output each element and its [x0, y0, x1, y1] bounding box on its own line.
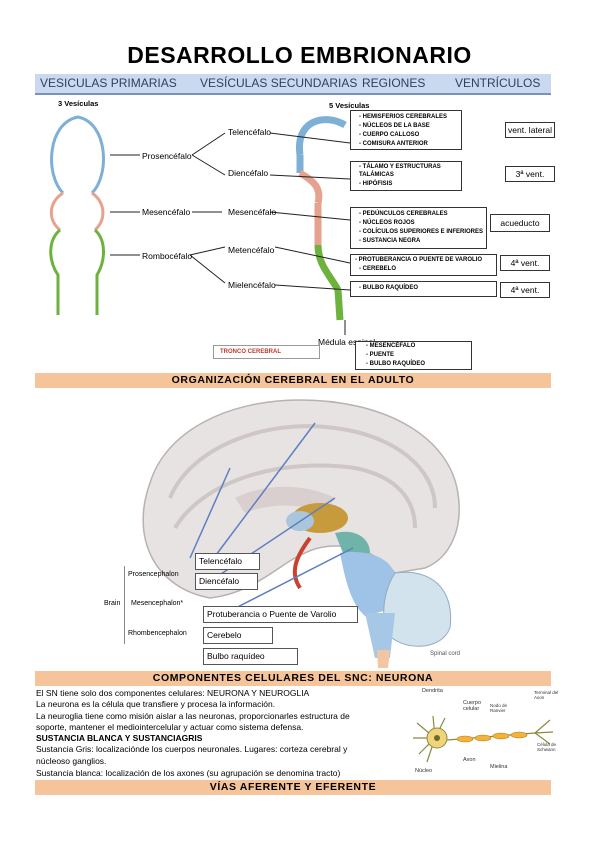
- label-rombocefalo: Rombocéfalo: [142, 251, 193, 261]
- header-secundarias: VESÍCULAS SECUNDARIAS: [200, 76, 358, 90]
- region-item: - SUSTANCIA NEGRA: [359, 238, 421, 244]
- mesencephalon-label: Mesencephalon*: [131, 600, 184, 607]
- label-diencefalo: Diencéfalo: [228, 168, 269, 178]
- region-box-mesencefalo: - PEDÚNCULOS CEREBRALES - NÚCLEOS ROJOS …: [350, 207, 487, 249]
- region-box-telencefalo: - HEMISFERIOS CEREBRALES - NÚCLEOS DE LA…: [350, 110, 462, 150]
- region-item: - HEMISFERIOS CEREBRALES: [359, 114, 448, 120]
- region-item: - CUERPO CALLOSO: [359, 132, 420, 138]
- embryo-diagram: [49, 115, 351, 335]
- page-title: DESARROLLO EMBRIONARIO: [127, 42, 472, 68]
- text-line: La neuroglia tiene como misión aislar a …: [36, 711, 350, 721]
- label-mesencefalo-secondary: Mesencéfalo: [228, 207, 277, 217]
- header-ventriculos: VENTRÍCULOS: [455, 76, 541, 90]
- text-line-heading: SUSTANCIA BLANCA Y SUSTANCIAGRIS: [36, 733, 203, 743]
- region-item: - NÚCLEOS ROJOS: [359, 220, 415, 226]
- region-item: - NÚCLEOS DE LA BASE: [359, 123, 430, 129]
- region-item: - CEREBELO: [359, 266, 397, 272]
- brain-box-diencefalo: Diencéfalo: [195, 573, 258, 590]
- region-item: - COLÍCULOS SUPERIORES E INFERIORES: [359, 229, 484, 235]
- brain-box-protuberancia: Protuberancia o Puente de Varolio: [203, 606, 358, 623]
- region-box-diencefalo: - TÁLAMO Y ESTRUCTURAS TALÁMICAS - HIPÓF…: [350, 161, 462, 191]
- tronco-item: - MESENCÉFALO: [366, 343, 416, 349]
- five-vesicles-title: 5 Vesículas: [329, 101, 370, 110]
- label-prosencefalo: Prosencéfalo: [142, 151, 192, 161]
- neuron-label-mielina: Mielina: [490, 764, 508, 770]
- text-line: Sustancia blanca: localización de los ax…: [36, 768, 341, 778]
- tronco-item: - BULBO RAQUÍDEO: [366, 361, 425, 367]
- prosencephalon-label: Prosencephalon: [128, 571, 179, 578]
- ventricle-lateral: vent. lateral: [505, 122, 555, 138]
- neuron-label-terminal: Terminal del Axon: [534, 690, 559, 700]
- brain-bracket: [124, 566, 191, 644]
- ventricle-acueducto: acueducto: [490, 214, 550, 232]
- label-mesencefalo-primary: Mesencéfalo: [142, 207, 191, 217]
- label-medula-espinal: Médula espinal: [318, 337, 376, 347]
- text-line: soporte, mantener el mediointercelular y…: [36, 722, 304, 732]
- section-band-vias: VÍAS AFERENTE Y EFERENTE: [35, 780, 551, 795]
- header-regiones: REGIONES: [362, 76, 426, 90]
- brain-box-cerebelo: Cerebelo: [203, 627, 273, 644]
- ventricle-fourth-b: 4ª vent.: [500, 282, 550, 298]
- neuron-label-dendrita: Dendrita: [422, 688, 443, 694]
- region-item: - BULBO RAQUÍDEO: [359, 285, 418, 291]
- neuron-label-schwann: Célula de Schwann: [537, 742, 557, 752]
- three-vesicle-tube: [49, 115, 105, 315]
- section-header-row: VESICULAS PRIMARIAS VESÍCULAS SECUNDARIA…: [35, 74, 551, 95]
- text-line: El SN tiene solo dos componentes celular…: [36, 688, 310, 698]
- three-vesicles-title: 3 Vesículas: [58, 99, 99, 108]
- spinal-cord-label: Spinal cord: [430, 651, 461, 657]
- region-box-metencefalo: - PROTUBERANCIA O PUENTE DE VAROLIO - CE…: [350, 254, 497, 276]
- brain-label: Brain: [104, 600, 121, 607]
- five-vesicle-tube: [296, 116, 347, 321]
- region-item: - PROTUBERANCIA O PUENTE DE VAROLIO: [355, 257, 483, 263]
- neuron-label-nucleo: Núcleo: [415, 768, 433, 774]
- tronco-item: - PUENTE: [366, 352, 395, 358]
- arrows: [110, 132, 351, 335]
- region-item: - PEDÚNCULOS CEREBRALES: [359, 211, 448, 217]
- ventricle-fourth-a: 4ª vent.: [500, 255, 550, 271]
- label-mielencefalo: Mielencéfalo: [228, 280, 276, 290]
- brain-box-bulbo: Bulbo raquídeo: [203, 648, 298, 665]
- rhombencephalon-label: Rhombencephalon: [128, 630, 187, 637]
- label-telencefalo: Telencéfalo: [228, 127, 272, 137]
- tronco-cerebral-box: TRONCO CEREBRAL: [213, 345, 320, 359]
- text-line: La neurona es la célula que transfiere y…: [36, 699, 276, 709]
- brain-box-telencefalo: Telencéfalo: [195, 553, 260, 570]
- neuron-diagram: [413, 715, 554, 763]
- section-band-organizacion: ORGANIZACIÓN CEREBRAL EN EL ADULTO: [35, 373, 551, 388]
- region-item: - TÁLAMO Y ESTRUCTURAS TALÁMICAS: [359, 164, 441, 178]
- text-line: núcleoso ganglios.: [36, 756, 107, 766]
- region-item: - COMISURA ANTERIOR: [359, 141, 428, 147]
- region-box-mielencefalo: - BULBO RAQUÍDEO: [350, 281, 497, 297]
- text-line: Sustancia Gris: localizaciónde los cuerp…: [36, 744, 348, 754]
- label-metencefalo: Metencéfalo: [228, 245, 275, 255]
- header-primarias: VESICULAS PRIMARIAS: [40, 76, 177, 90]
- section-band-componentes: COMPONENTES CELULARES DEL SNC: NEURONA: [35, 671, 551, 686]
- ventricle-third: 3ª vent.: [505, 166, 555, 182]
- tronco-list-box: - MESENCÉFALO - PUENTE - BULBO RAQUÍDEO: [355, 341, 472, 370]
- neuron-label-cuerpo: Cuerpo celular: [463, 700, 482, 712]
- region-item: - HIPÓFISIS: [359, 181, 393, 187]
- brain-illustration: [142, 399, 460, 668]
- neuron-label-axon: Axon: [463, 757, 476, 763]
- tronco-cerebral-label: TRONCO CEREBRAL: [220, 349, 281, 355]
- neuron-label-nodo: Nodo de Ranvier: [490, 703, 508, 713]
